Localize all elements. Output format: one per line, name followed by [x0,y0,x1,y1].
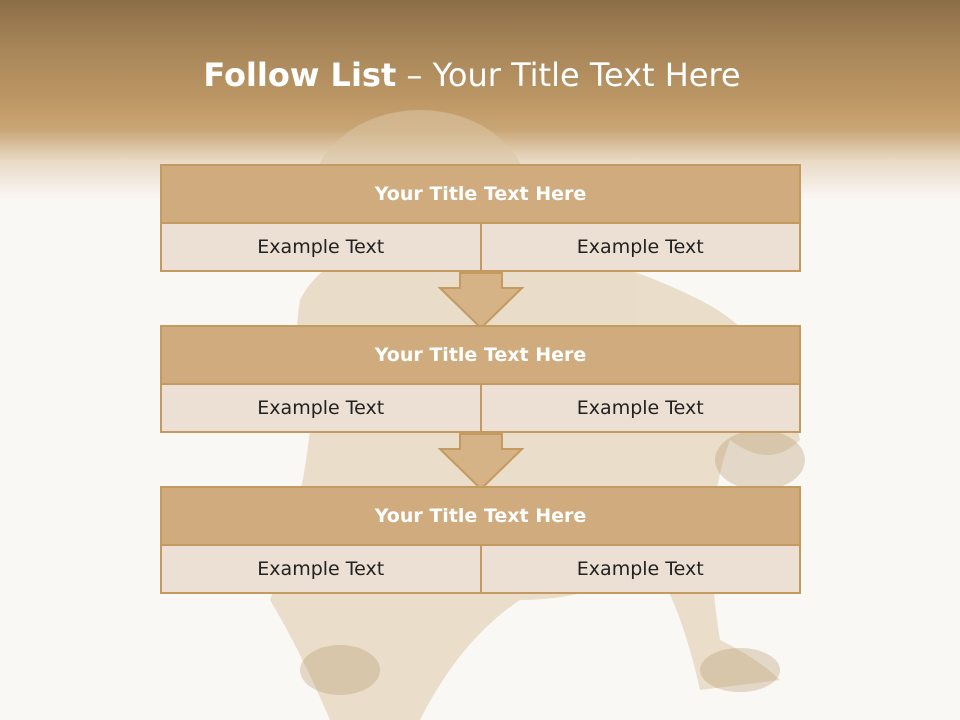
block-cell-left: Example Text [162,385,480,431]
list-block-1: Your Title Text Here Example Text Exampl… [160,164,801,272]
block-cell-right: Example Text [479,385,799,431]
slide-title-rest: – Your Title Text Here [396,56,741,94]
block-title: Your Title Text Here [162,488,799,546]
down-arrow-icon [438,272,524,330]
list-block-2: Your Title Text Here Example Text Exampl… [160,325,801,433]
block-cell-right: Example Text [479,224,799,270]
block-cell-right: Example Text [479,546,799,592]
block-row: Example Text Example Text [162,546,799,592]
slide-title-bold: Follow List [203,56,397,94]
block-row: Example Text Example Text [162,385,799,431]
block-cell-left: Example Text [162,546,480,592]
block-title: Your Title Text Here [162,327,799,385]
block-cell-left: Example Text [162,224,480,270]
block-row: Example Text Example Text [162,224,799,270]
slide-title: Follow List – Your Title Text Here [0,56,944,94]
list-block-3: Your Title Text Here Example Text Exampl… [160,486,801,594]
down-arrow-icon [438,433,524,491]
block-title: Your Title Text Here [162,166,799,224]
